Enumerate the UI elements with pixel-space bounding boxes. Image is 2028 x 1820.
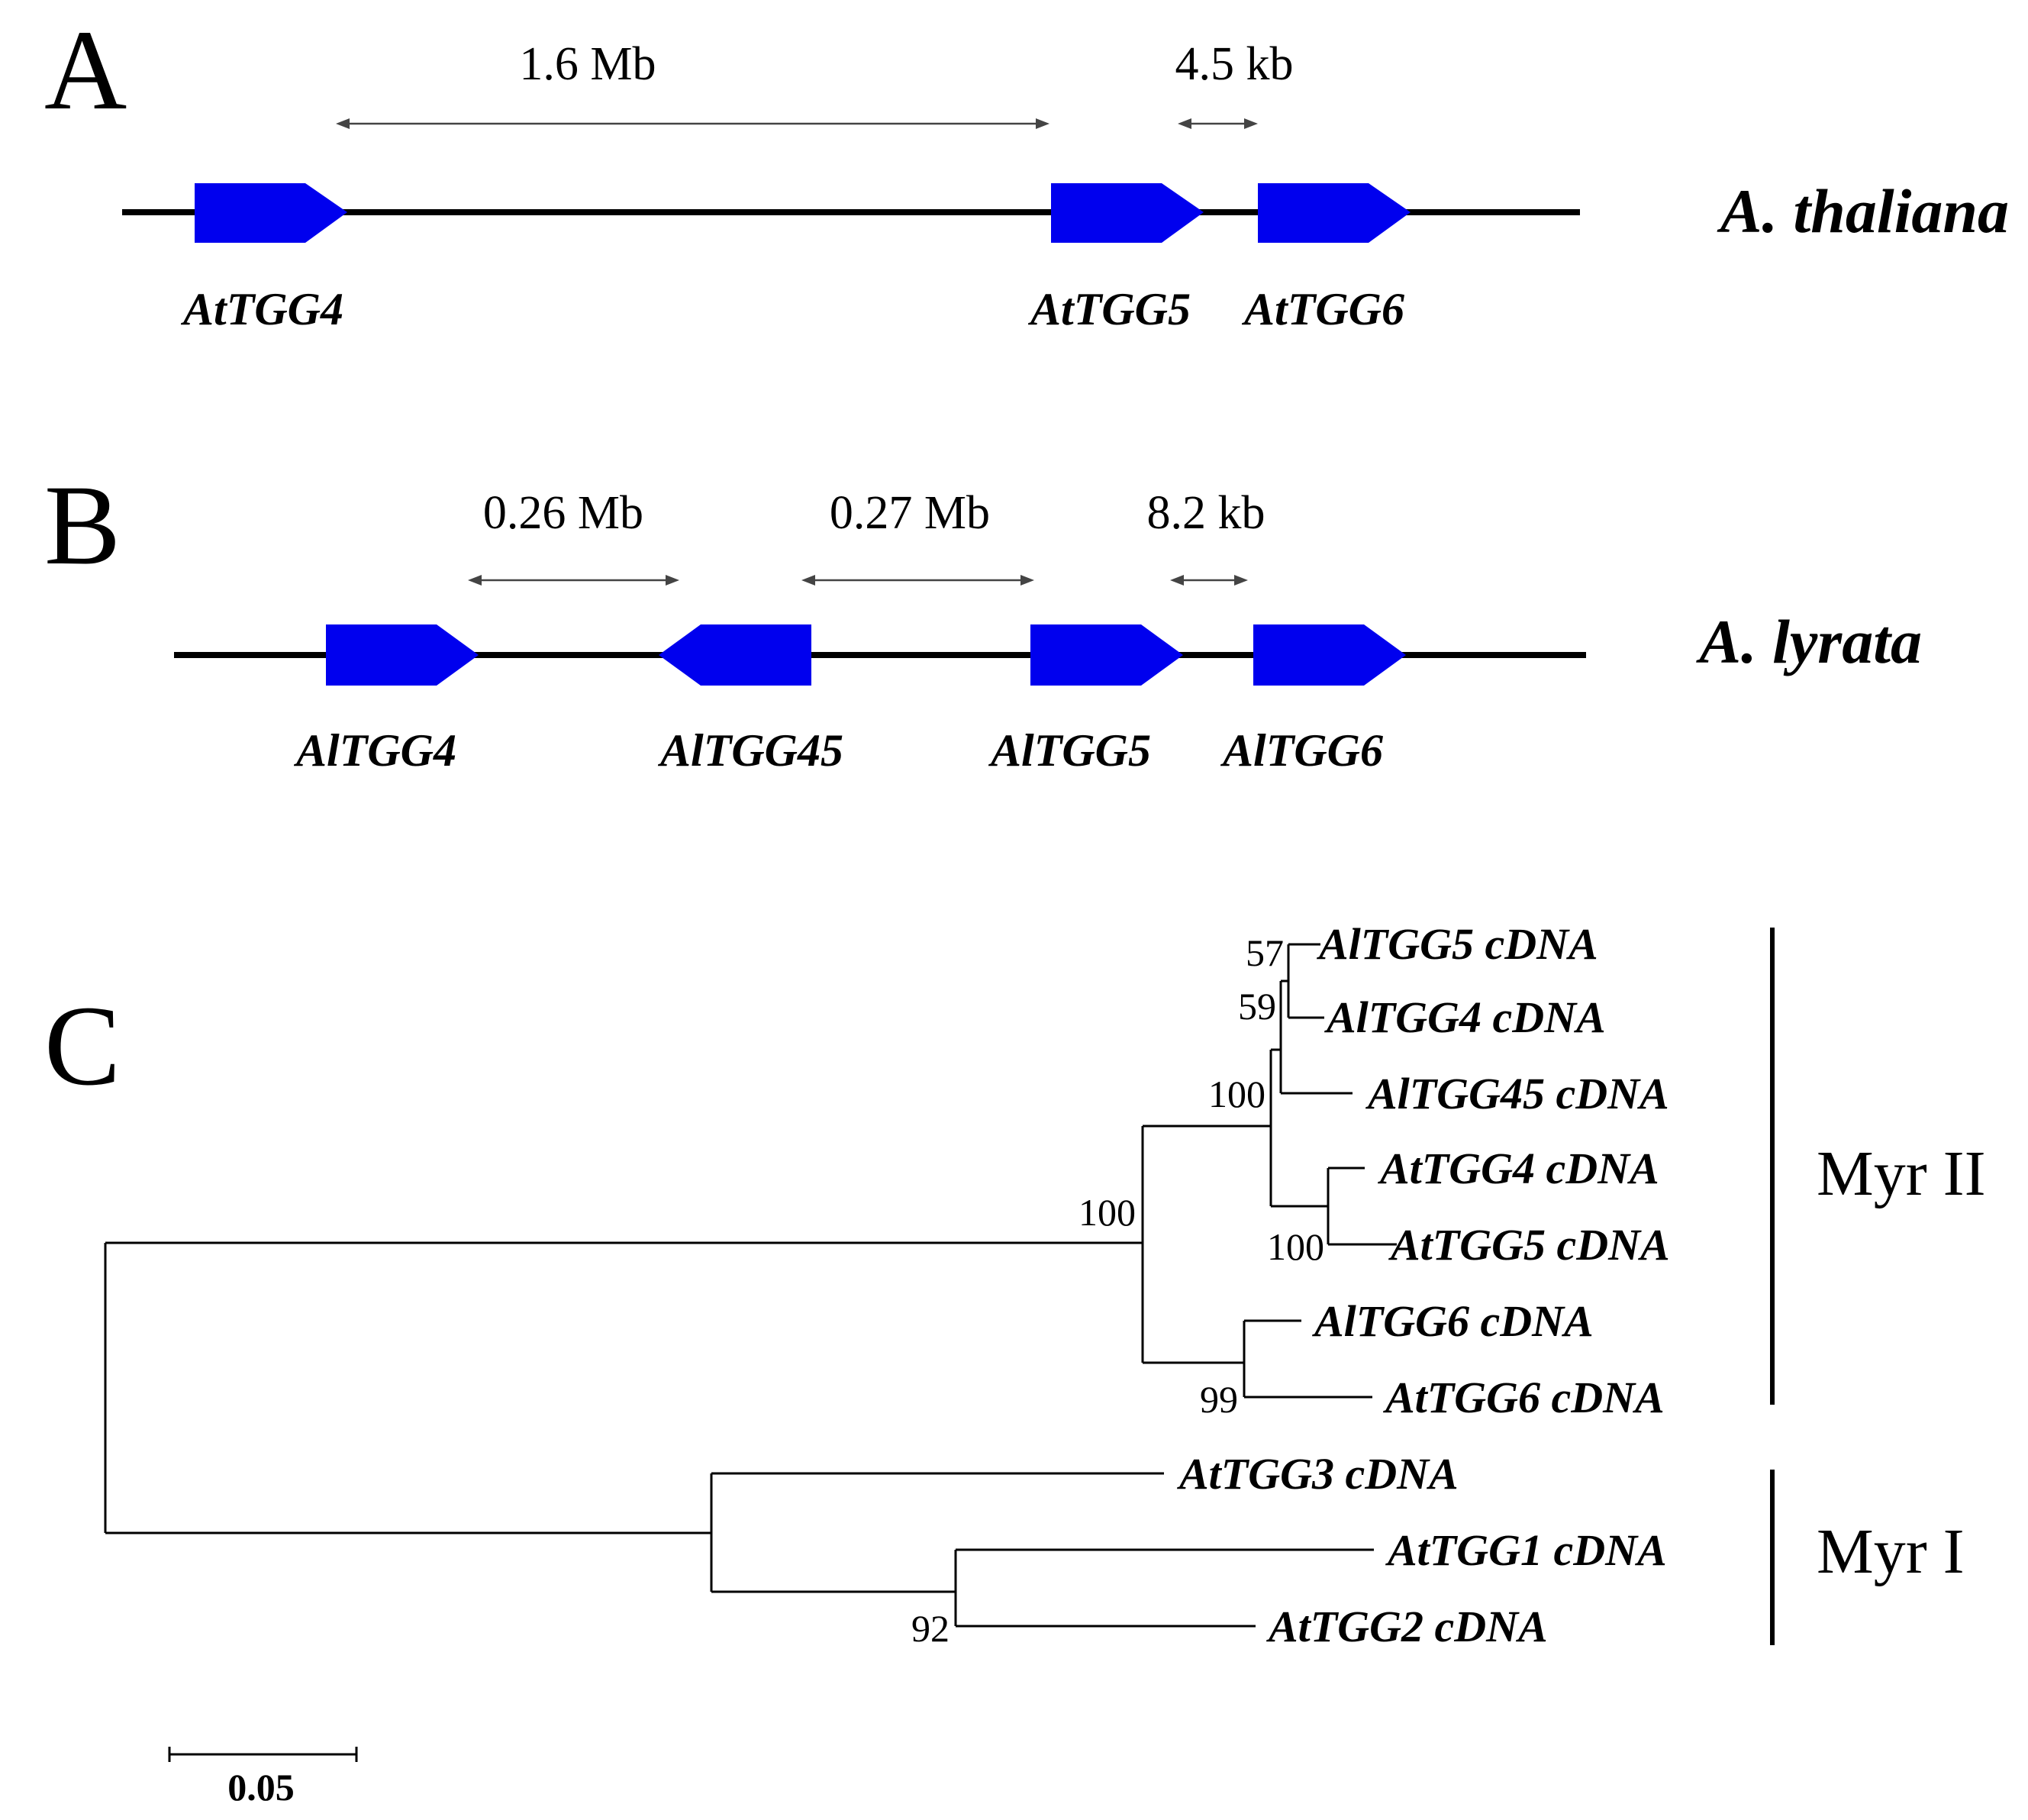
support-value: 92 (911, 1607, 950, 1650)
distance-span-0-26mb (468, 575, 679, 586)
leaf-label: AlTGG4 cDNA (1324, 992, 1606, 1042)
distance-label-b3: 8.2 kb (1147, 487, 1265, 539)
support-value: 99 (1200, 1378, 1238, 1421)
leaf-label: AtTGG2 cDNA (1266, 1602, 1548, 1651)
leaf-label: AtTGG6 cDNA (1383, 1373, 1665, 1422)
distance-label-a1: 1.6 Mb (519, 38, 656, 90)
panel-b: B 0.26 Mb 0.27 Mb 8.2 kb AlTGG4 AlTGG45 … (44, 462, 1922, 776)
gene-arrow-altgg4 (326, 624, 479, 686)
distance-span-4-5kb (1178, 118, 1258, 129)
distance-span-8-2kb (1170, 575, 1248, 586)
leaf-label: AtTGG5 cDNA (1388, 1220, 1670, 1270)
gene-arrow-attgg5 (1051, 183, 1204, 243)
scale-bar-label: 0.05 (227, 1766, 295, 1809)
panel-c: C (44, 919, 1986, 1809)
scale-bar (168, 1747, 358, 1762)
gene-arrow-altgg6 (1253, 624, 1406, 686)
leaf-label: AlTGG6 cDNA (1312, 1296, 1594, 1346)
panel-a: A 1.6 Mb 4.5 kb AtTGG4 AtTGG5 AtTGG6 A. … (44, 7, 2009, 334)
tree-branches (104, 943, 1397, 1628)
gene-label-altgg6: AlTGG6 (1220, 725, 1383, 776)
distance-label-a2: 4.5 kb (1175, 38, 1294, 90)
support-value: 100 (1078, 1191, 1136, 1234)
distance-label-b1: 0.26 Mb (483, 487, 643, 539)
leaf-label: AlTGG5 cDNA (1317, 919, 1598, 969)
leaf-label: AlTGG45 cDNA (1365, 1069, 1669, 1118)
distance-label-b2: 0.27 Mb (830, 487, 990, 539)
distance-span-0-27mb (801, 575, 1034, 586)
support-value: 59 (1238, 985, 1276, 1028)
gene-arrow-altgg45 (659, 624, 811, 686)
gene-label-altgg45: AlTGG45 (657, 725, 843, 776)
gene-label-attgg4: AtTGG4 (180, 284, 343, 334)
leaf-label: AtTGG3 cDNA (1177, 1449, 1459, 1499)
support-value: 57 (1246, 931, 1284, 974)
distance-span-1-6mb (336, 118, 1049, 129)
clade-label-myr-ii: Myr II (1817, 1138, 1986, 1209)
gene-label-attgg5: AtTGG5 (1027, 284, 1191, 334)
gene-arrow-attgg4 (195, 183, 347, 243)
panel-c-label: C (44, 983, 121, 1109)
gene-arrow-altgg5 (1030, 624, 1183, 686)
leaf-label: AtTGG1 cDNA (1385, 1525, 1667, 1575)
support-value: 100 (1267, 1225, 1324, 1268)
gene-label-altgg4: AlTGG4 (293, 725, 456, 776)
gene-arrow-attgg6 (1258, 183, 1411, 243)
panel-a-label: A (44, 7, 127, 134)
clade-label-myr-i: Myr I (1817, 1516, 1965, 1587)
species-label-b: A. lyrata (1695, 607, 1922, 676)
gene-label-altgg5: AlTGG5 (988, 725, 1151, 776)
support-value: 100 (1208, 1073, 1265, 1115)
leaf-label: AtTGG4 cDNA (1378, 1144, 1659, 1193)
species-label-a: A. thaliana (1717, 176, 2009, 246)
panel-b-label: B (44, 462, 121, 589)
gene-label-attgg6: AtTGG6 (1241, 284, 1404, 334)
